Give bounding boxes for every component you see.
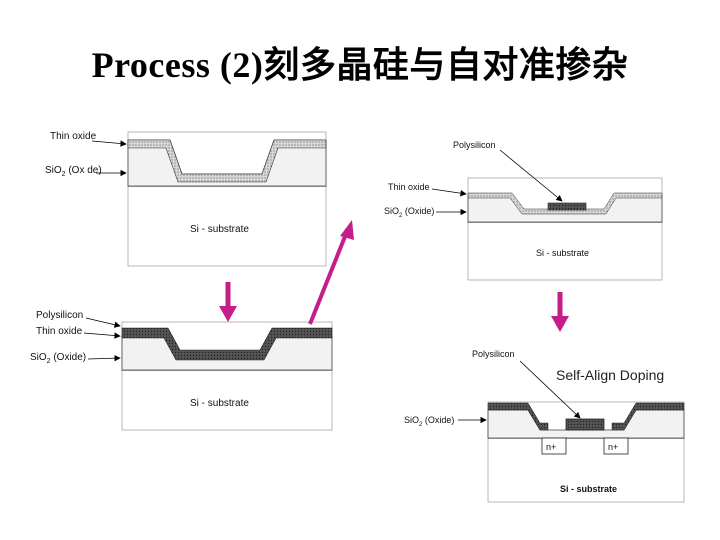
label-sio2: SiO2 (Oxide) <box>30 352 86 365</box>
label-sio2: SiO2 (Oxide) <box>384 206 434 219</box>
flow-arrows <box>219 220 569 332</box>
panel-self-align-doping: n+ n+ Polysilicon SiO2 (Oxide) Si - subs… <box>404 349 685 503</box>
down-arrowhead-right <box>551 316 569 332</box>
label-polysilicon: Polysilicon <box>453 140 496 150</box>
diagonal-arrow <box>308 233 348 325</box>
label-polysilicon: Polysilicon <box>36 310 83 321</box>
label-thin-oxide: Thin oxide <box>388 182 430 192</box>
panel-oxide-growth: Thin oxide SiO2 (Ox de) Si - substrate <box>45 131 327 267</box>
page-title: Process (2)刻多晶硅与自对准掺杂 <box>91 45 629 85</box>
label-polysilicon: Polysilicon <box>472 349 515 359</box>
label-sio2: SiO2 (Ox de) <box>45 165 102 178</box>
label-thin-oxide: Thin oxide <box>36 326 83 337</box>
label-si-substrate: Si - substrate <box>560 484 617 494</box>
label-si-substrate: Si - substrate <box>190 224 249 235</box>
down-arrowhead-left <box>219 306 237 322</box>
label-sio2: SiO2 (Oxide) <box>404 415 454 428</box>
label-si-substrate: Si - substrate <box>190 398 249 409</box>
self-align-doping-caption: Self-Align Doping <box>556 367 664 383</box>
label-si-substrate: Si - substrate <box>536 248 589 258</box>
panel-polysilicon-deposition: Polysilicon Thin oxide SiO2 (Oxide) Si -… <box>30 310 333 431</box>
diagonal-arrowhead <box>340 220 354 240</box>
label-n-plus-left: n+ <box>546 442 556 452</box>
label-thin-oxide: Thin oxide <box>50 131 97 142</box>
panel-poly-etch: Polysilicon Thin oxide SiO2 (Oxide) Si -… <box>384 140 663 281</box>
label-n-plus-right: n+ <box>608 442 618 452</box>
